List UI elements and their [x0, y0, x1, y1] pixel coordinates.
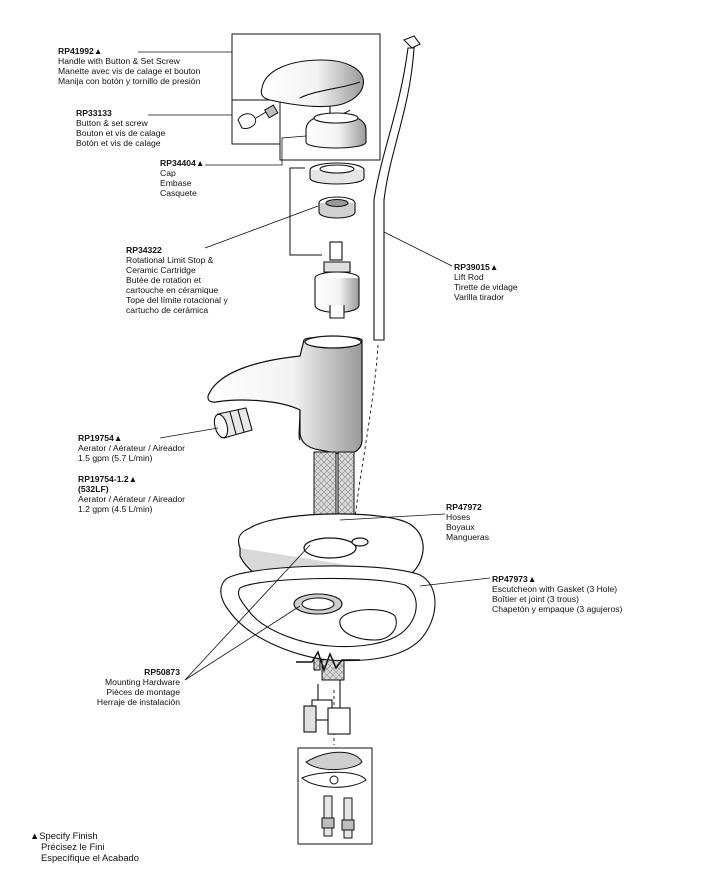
part-number-rp33133: RP33133: [76, 108, 112, 118]
callout-rp19754: RP19754▲ Aerator / Aérateur / Aireador 1…: [78, 433, 185, 463]
callout-rp34404: RP34404▲ Cap Embase Casquete: [160, 158, 204, 198]
part-desc-es: Varilla tirador: [454, 292, 504, 302]
escutcheon-gasket: [220, 565, 436, 662]
part-number-rp41992: RP41992▲: [58, 46, 103, 56]
part-number-rp19754-12: RP19754-1.2▲: [78, 474, 138, 484]
part-desc-en-1: Rotational Limit Stop &: [126, 255, 214, 265]
part-desc-en: Escutcheon with Gasket (3 Hole): [492, 584, 618, 594]
callout-rp33133: RP33133 Button & set screw Bouton et vis…: [76, 108, 165, 148]
part-number-suffix: (532LF): [78, 484, 109, 494]
part-flow: 1.5 gpm (5.7 L/min): [78, 453, 153, 463]
part-number-rp47973: RP47973▲: [492, 574, 537, 584]
finish-legend: ▲Specify Finish Précisez le Fini Específ…: [30, 830, 139, 863]
part-desc-es: Mangueras: [446, 532, 489, 542]
hose-nuts: [303, 680, 351, 735]
ceramic-cartridge: [314, 241, 360, 319]
part-desc-en: Cap: [160, 168, 176, 178]
callout-rp41992-text: RP41992▲ Handle with Button & Set Screw …: [58, 46, 200, 86]
callout-rp50873: RP50873 Mounting Hardware Pièces de mont…: [70, 667, 180, 707]
cap: [309, 162, 365, 185]
part-desc-en-2: Ceramic Cartridge: [126, 265, 196, 275]
callout-rp39015: RP39015▲ Lift Rod Tirette de vidage Vari…: [454, 262, 518, 302]
part-number-rp47972: RP47972: [446, 502, 482, 512]
part-desc-fr-1: Butée de rotation et: [126, 275, 202, 285]
part-desc-fr: Pièces de montage: [106, 687, 180, 697]
part-number-rp34322: RP34322: [126, 245, 162, 255]
aerator: [213, 407, 253, 439]
part-desc-en: Handle with Button & Set Screw: [58, 56, 180, 66]
part-desc: Aerator / Aérateur / Aireador: [78, 443, 186, 453]
callout-rp47972: RP47972 Hoses Boyaux Mangueras: [446, 502, 489, 542]
part-desc-en: Mounting Hardware: [105, 677, 180, 687]
part-number-rp34404: RP34404▲: [160, 158, 205, 168]
callout-rp47973: RP47973▲ Escutcheon with Gasket (3 Hole)…: [492, 574, 622, 614]
handle-base: [305, 112, 367, 149]
callout-rp34322: RP34322 Rotational Limit Stop & Ceramic …: [126, 245, 228, 315]
part-desc-fr: Embase: [160, 178, 192, 188]
part-number-rp50873: RP50873: [144, 667, 180, 677]
part-desc-fr: Boyaux: [446, 522, 475, 532]
part-desc-es-2: cartucho de cerámica: [126, 305, 209, 315]
faucet-spout: [207, 335, 363, 455]
legend-es: Específique el Acabado: [41, 852, 139, 863]
button-inset-frame: [231, 99, 281, 145]
part-desc-es: Casquete: [160, 188, 197, 198]
part-desc-es: Herraje de instalación: [96, 697, 180, 707]
part-desc-fr: Boîtier et joint (3 trous): [492, 594, 579, 604]
leader-lines: [138, 51, 491, 681]
cartridge-bracket: [289, 167, 322, 256]
set-screw: [237, 104, 279, 129]
part-flow: 1.2 gpm (4.5 L/min): [78, 504, 153, 514]
mounting-hardware: [301, 751, 367, 839]
part-desc-fr-2: cartouche en céramique: [126, 285, 219, 295]
part-desc-es-1: Tope del límite rotacional y: [126, 295, 228, 305]
part-desc: Aerator / Aérateur / Aireador: [78, 494, 186, 504]
part-number-rp39015: RP39015▲: [454, 262, 499, 272]
legend-fr: Précisez le Fini: [41, 841, 105, 852]
legend-en: ▲Specify Finish: [30, 830, 98, 841]
part-desc-en: Button & set screw: [76, 118, 148, 128]
part-desc-fr: Bouton et vis de calage: [76, 128, 166, 138]
break-line: [296, 650, 360, 673]
part-desc-fr: Tirette de vidage: [454, 282, 518, 292]
part-desc-fr: Manette avec vis de calage et bouton: [58, 66, 201, 76]
mounting-hardware-frame: [297, 747, 373, 845]
part-desc-es: Manija con botón y tornillo de presión: [58, 76, 201, 86]
part-number-rp19754: RP19754▲: [78, 433, 123, 443]
part-desc-es: Chapetón y empaque (3 agujeros): [492, 604, 623, 614]
limit-stop-ring: [318, 196, 356, 219]
callout-rp19754-12: RP19754-1.2▲ (532LF) Aerator / Aérateur …: [78, 474, 185, 514]
part-desc-en: Hoses: [446, 512, 471, 522]
handle: [260, 59, 364, 116]
part-desc-en: Lift Rod: [454, 272, 484, 282]
part-desc-es: Botón et vis de calage: [76, 138, 161, 148]
lift-rod: [373, 35, 421, 341]
